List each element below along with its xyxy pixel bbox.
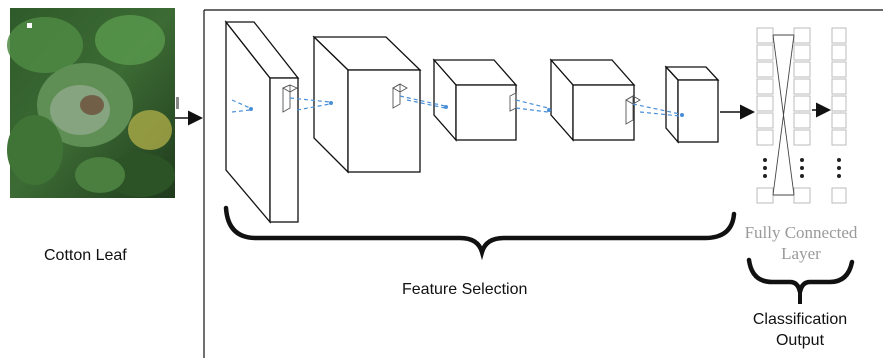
classification-label-line1: Classification	[752, 311, 848, 328]
fully-connected-label-line1: Fully Connected	[744, 223, 858, 242]
kernel-cube-1	[281, 84, 299, 113]
fc-column-1	[756, 27, 774, 204]
connector-tick	[176, 97, 179, 109]
classification-label-line2: Output	[775, 331, 825, 349]
conv-layer-3	[432, 58, 518, 142]
fc-column-2	[793, 27, 811, 204]
image-marker	[27, 23, 32, 28]
cotton-leaf-image	[7, 8, 175, 198]
classification-output-label: Classification Output	[735, 310, 865, 352]
output-ellipsis-dots	[837, 158, 841, 178]
cotton-leaf-label: Cotton Leaf	[44, 247, 127, 264]
fully-connected-label: Fully Connected Layer	[733, 222, 869, 265]
feature-selection-brace	[223, 205, 737, 261]
output-column	[831, 27, 847, 204]
kernel-cube-2	[392, 83, 408, 109]
kernel-cube-4	[625, 95, 641, 125]
fc-connections	[772, 34, 795, 196]
conv-layer-5	[664, 65, 720, 144]
feature-selection-label: Feature Selection	[402, 281, 528, 298]
classification-brace	[746, 257, 855, 293]
conv-layer-2	[312, 35, 422, 174]
feature-flow-lines	[231, 95, 681, 117]
fc-ellipsis-dots	[763, 158, 804, 178]
conv-layer-1	[224, 20, 300, 224]
conv-layer-4	[549, 58, 636, 142]
flow-dots	[249, 101, 684, 117]
fully-connected-label-line2: Layer	[781, 244, 821, 264]
